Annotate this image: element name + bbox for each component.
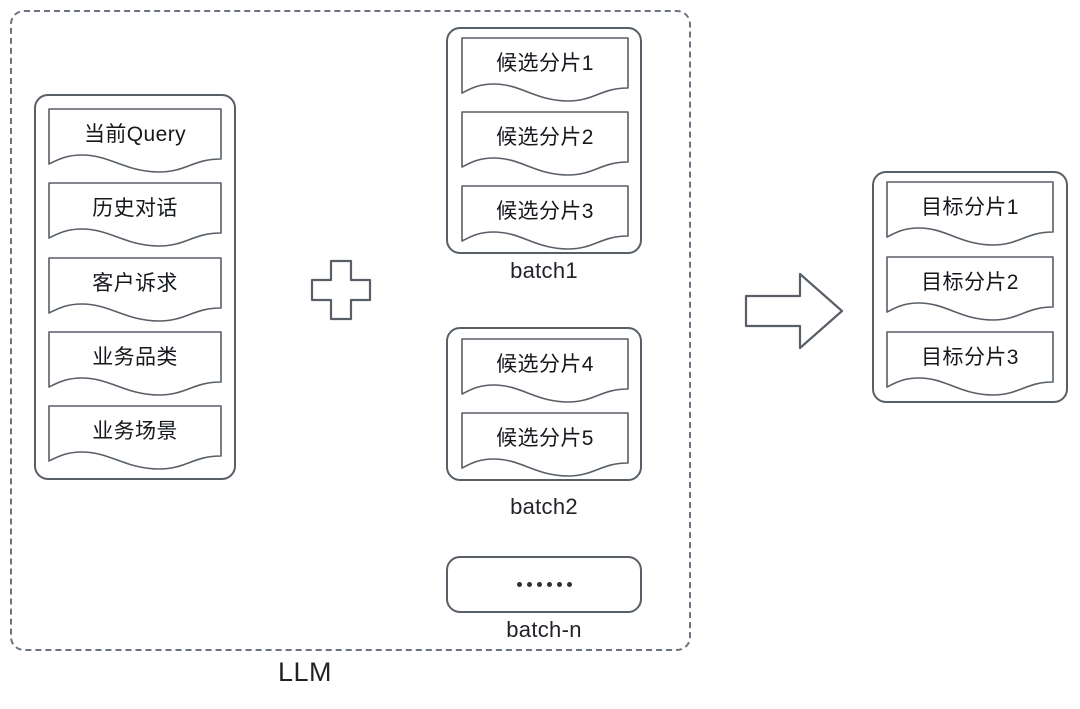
context-item-label: 业务品类: [92, 346, 178, 370]
document-shape: [886, 331, 1054, 397]
document-shape: [48, 182, 222, 248]
context-item-label: 历史对话: [92, 197, 178, 221]
candidate-chunk-2[interactable]: 候选分片2: [461, 111, 629, 177]
context-item-business-scene[interactable]: 业务场景: [48, 405, 222, 471]
batch-caption-1: batch1: [510, 258, 578, 283]
target-chunk-2[interactable]: 目标分片2: [886, 256, 1054, 322]
target-chunk-3[interactable]: 目标分片3: [886, 331, 1054, 397]
context-item-label: 业务场景: [92, 420, 178, 444]
candidate-chunk-label: 候选分片3: [496, 200, 594, 224]
candidate-chunk-label: 候选分片1: [496, 52, 594, 76]
llm-caption: LLM: [277, 657, 333, 687]
document-shape: [461, 338, 629, 404]
target-chunk-label: 目标分片1: [921, 196, 1019, 220]
candidate-chunk-5[interactable]: 候选分片5: [461, 412, 629, 478]
document-shape: [48, 405, 222, 471]
document-shape: [48, 331, 222, 397]
candidate-chunk-label: 候选分片4: [496, 353, 594, 377]
document-shape: [48, 257, 222, 323]
right-arrow-icon: [744, 272, 844, 350]
document-shape: [461, 111, 629, 177]
context-item-current-query[interactable]: 当前Query: [48, 108, 222, 174]
plus-icon: [310, 259, 372, 321]
document-shape: [886, 181, 1054, 247]
document-shape: [461, 37, 629, 103]
batch-caption-n: batch-n: [506, 617, 582, 642]
target-chunk-label: 目标分片2: [921, 271, 1019, 295]
document-shape: [48, 108, 222, 174]
context-item-business-category[interactable]: 业务品类: [48, 331, 222, 397]
candidate-chunk-3[interactable]: 候选分片3: [461, 185, 629, 251]
document-shape: [461, 412, 629, 478]
candidate-chunk-1[interactable]: 候选分片1: [461, 37, 629, 103]
candidate-chunk-label: 候选分片5: [496, 427, 594, 451]
document-shape: [461, 185, 629, 251]
context-item-customer-request[interactable]: 客户诉求: [48, 257, 222, 323]
context-item-label: 客户诉求: [92, 272, 178, 296]
llm-container: [10, 10, 691, 651]
target-chunk-1[interactable]: 目标分片1: [886, 181, 1054, 247]
document-shape: [886, 256, 1054, 322]
context-item-label: 当前Query: [84, 123, 186, 147]
candidate-chunk-label: 候选分片2: [496, 126, 594, 150]
batch-caption-2: batch2: [510, 494, 578, 519]
batch-card-n[interactable]: [446, 556, 642, 613]
candidate-chunk-4[interactable]: 候选分片4: [461, 338, 629, 404]
ellipsis-icon: [448, 558, 640, 611]
target-chunk-label: 目标分片3: [921, 346, 1019, 370]
context-item-history-dialog[interactable]: 历史对话: [48, 182, 222, 248]
